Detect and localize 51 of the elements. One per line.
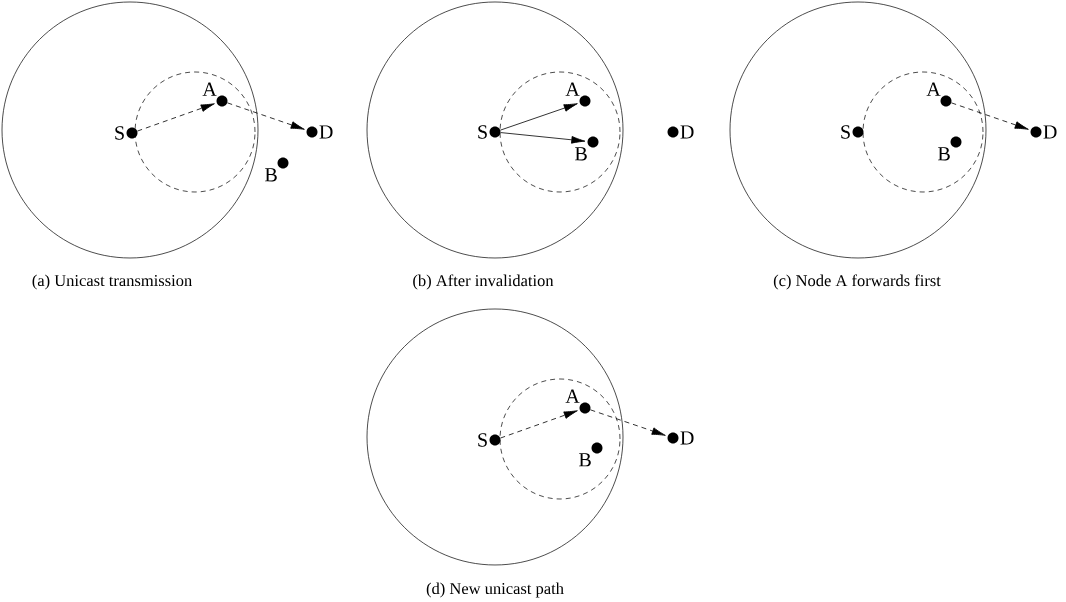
network-node: S	[115, 126, 138, 140]
node-label: A	[926, 82, 941, 96]
node-label: D	[1043, 125, 1057, 139]
range-circle	[499, 71, 621, 193]
network-node: S	[478, 125, 501, 139]
node-label: A	[565, 82, 580, 96]
range-circle	[729, 1, 987, 259]
node-label: S	[115, 126, 124, 140]
network-node: B	[575, 136, 599, 161]
arrow	[137, 103, 215, 132]
node-label: B	[265, 168, 277, 182]
node-label: B	[579, 453, 591, 467]
network-node: D	[306, 125, 333, 139]
caption: (d) New unicast path	[426, 582, 564, 598]
node-label: D	[680, 125, 694, 139]
node-label: S	[478, 433, 487, 447]
arrow	[951, 102, 1029, 130]
caption: (b) After invalidation	[413, 274, 554, 290]
caption: (c) Node A forwards first	[773, 274, 941, 290]
arrow	[227, 102, 305, 130]
node-label: A	[202, 82, 217, 96]
range-circle	[862, 71, 984, 193]
range-circle	[366, 308, 624, 566]
range-circle	[1, 1, 259, 259]
range-circle	[499, 378, 621, 500]
network-node: A	[926, 82, 952, 107]
network-node: D	[1030, 125, 1057, 139]
arrow	[500, 410, 578, 439]
network-node: A	[202, 82, 228, 107]
network-node: B	[579, 442, 603, 467]
range-circle	[134, 71, 256, 193]
network-node: B	[938, 136, 962, 161]
node-label: B	[938, 147, 950, 161]
network-node: A	[565, 82, 591, 107]
node-label: D	[319, 125, 333, 139]
range-circle	[366, 1, 624, 259]
arrow	[500, 103, 578, 131]
arrow	[500, 132, 586, 144]
arrow	[590, 409, 666, 436]
network-node: D	[667, 431, 694, 445]
caption: (a) Unicast transmission	[32, 274, 192, 290]
node-label: B	[575, 147, 587, 161]
node-label: S	[478, 125, 487, 139]
network-node: A	[565, 389, 591, 414]
network-node: S	[478, 433, 501, 447]
node-label: S	[841, 125, 850, 139]
network-node: S	[841, 125, 864, 139]
network-node: D	[667, 125, 694, 139]
node-label: D	[680, 431, 694, 445]
network-node: B	[265, 157, 289, 182]
node-label: A	[565, 389, 580, 403]
